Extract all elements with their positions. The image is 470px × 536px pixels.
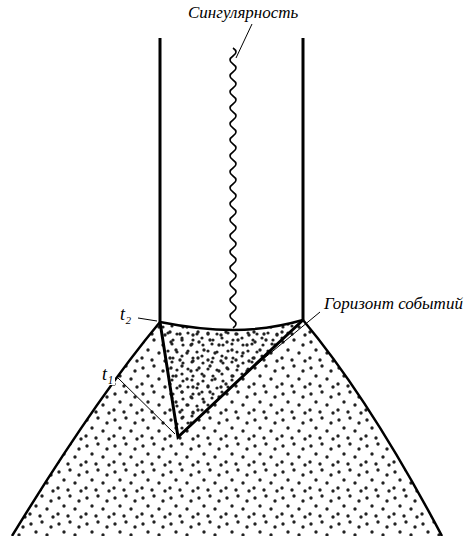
singularity-label: Сингулярность: [186, 3, 300, 23]
time-label: t₂: [118, 304, 133, 325]
horizon-label: Горизонт событий: [322, 294, 465, 314]
leader-line: [236, 24, 252, 58]
time-label: t₁: [100, 364, 115, 385]
star-body: [12, 320, 442, 536]
horizon-line-left: [159, 38, 162, 322]
star-surface: [12, 320, 442, 536]
event-horizon: [160, 320, 303, 437]
trapped-region: [160, 320, 303, 437]
singularity-line: [230, 48, 236, 328]
horizon-line-right: [302, 38, 305, 320]
leader-line: [250, 312, 320, 370]
leader-line: [118, 378, 175, 434]
leader-line: [138, 318, 157, 321]
